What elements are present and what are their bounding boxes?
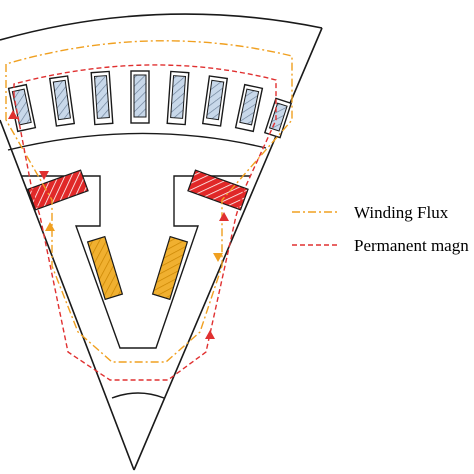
stator-outer-arc <box>0 13 323 41</box>
legend: Winding Flux Permanent magn <box>292 203 469 255</box>
stator-slot <box>201 75 229 127</box>
legend-pm-label: Permanent magn <box>354 236 469 255</box>
permanent-magnets <box>27 169 249 211</box>
flux-arrow-orange <box>45 222 55 231</box>
rotor-core <box>22 175 250 349</box>
shaft-arc <box>111 392 165 399</box>
stator-slot <box>130 70 150 124</box>
stator-slot <box>7 83 37 133</box>
stator-outline <box>0 13 323 471</box>
rotor-coil-left <box>86 235 124 301</box>
sector-right-edge <box>133 27 323 471</box>
stator-slot <box>166 70 190 126</box>
flux-arrow-red <box>205 330 215 339</box>
pm-flux-path <box>13 64 277 381</box>
legend-winding-label: Winding Flux <box>354 203 449 222</box>
flux-arrow-orange <box>213 253 223 262</box>
sector-left-edge <box>0 119 135 471</box>
stator-slot <box>48 75 76 127</box>
flux-paths <box>5 40 293 381</box>
permanent-magnet-left <box>27 169 89 211</box>
flux-arrow-red <box>8 110 18 119</box>
stator-slots <box>7 70 293 139</box>
permanent-magnet-right <box>187 169 249 211</box>
rotor-coils <box>86 235 189 301</box>
rotor-coil-right <box>151 235 189 301</box>
stator-slot <box>234 83 264 133</box>
winding-flux-path <box>5 40 293 363</box>
stator-inner-arc <box>7 132 267 151</box>
flux-arrow-red <box>219 212 229 221</box>
stator-slot <box>263 97 293 139</box>
rotor-outer-left <box>22 175 250 349</box>
stator-slot <box>90 70 114 126</box>
flux-arrow-red <box>39 171 49 180</box>
